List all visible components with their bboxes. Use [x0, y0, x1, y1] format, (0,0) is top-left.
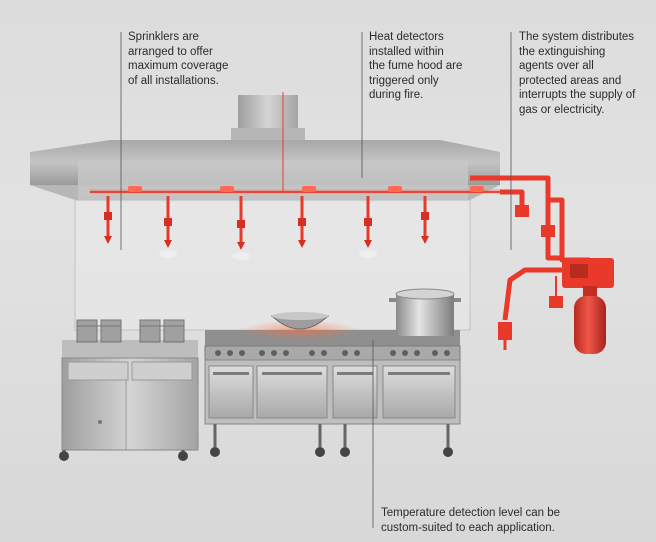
callout-line: maximum coverage — [128, 60, 229, 72]
pipe-valve — [541, 225, 555, 237]
control-unit-panel — [570, 264, 588, 278]
gas-shutoff-valve — [498, 322, 512, 340]
callout-line: Heat detectors — [369, 31, 444, 43]
hood-inner-panel — [78, 160, 468, 202]
callout-sprinklers: Sprinklers are arranged to offer maximum… — [128, 30, 228, 88]
callout-line: of all installations. — [128, 74, 219, 87]
heat-detector-line — [90, 189, 500, 194]
duct-collar — [231, 128, 305, 140]
sprinkler-heads — [104, 212, 429, 250]
agent-cylinder — [574, 296, 606, 354]
callout-line: gas or electricity. — [519, 103, 605, 116]
stock-pot — [389, 288, 461, 336]
supply-piping — [470, 175, 590, 321]
callout-temperature: Temperature detection level can be custo… — [381, 506, 560, 535]
callout-leader-lines — [120, 32, 512, 528]
oven-base — [204, 359, 461, 457]
callout-line: the extinguishing — [519, 45, 606, 58]
callout-line: custom-suited to each application. — [381, 521, 555, 534]
callout-line: the fume hood are — [369, 60, 463, 72]
callout-line: arranged to offer — [128, 45, 213, 58]
callout-line: protected areas and — [519, 74, 622, 87]
fryer-baskets — [76, 319, 185, 343]
callout-line: installed within — [369, 45, 444, 58]
callout-line: triggered only — [369, 74, 439, 87]
heat-detector — [128, 186, 484, 192]
deep-fryer — [59, 340, 199, 461]
wok — [270, 312, 330, 330]
callout-heat-detectors: Heat detectors installed within the fume… — [369, 30, 462, 103]
agent-cylinder-neck — [583, 286, 597, 298]
spray-cones — [159, 250, 377, 260]
range-cooktop — [204, 320, 461, 361]
callout-system: The system distributes the extinguishing… — [519, 30, 635, 117]
callout-line: Sprinklers are — [128, 31, 199, 43]
callout-line: during fire. — [369, 89, 424, 101]
callout-line: The system distributes — [519, 31, 635, 43]
callout-line: interrupts the supply of — [519, 89, 636, 101]
callout-line: Temperature detection level can be — [381, 507, 560, 519]
solenoid-box — [549, 296, 563, 308]
callout-line: agents over all — [519, 60, 594, 72]
pipe-valve — [515, 205, 529, 217]
